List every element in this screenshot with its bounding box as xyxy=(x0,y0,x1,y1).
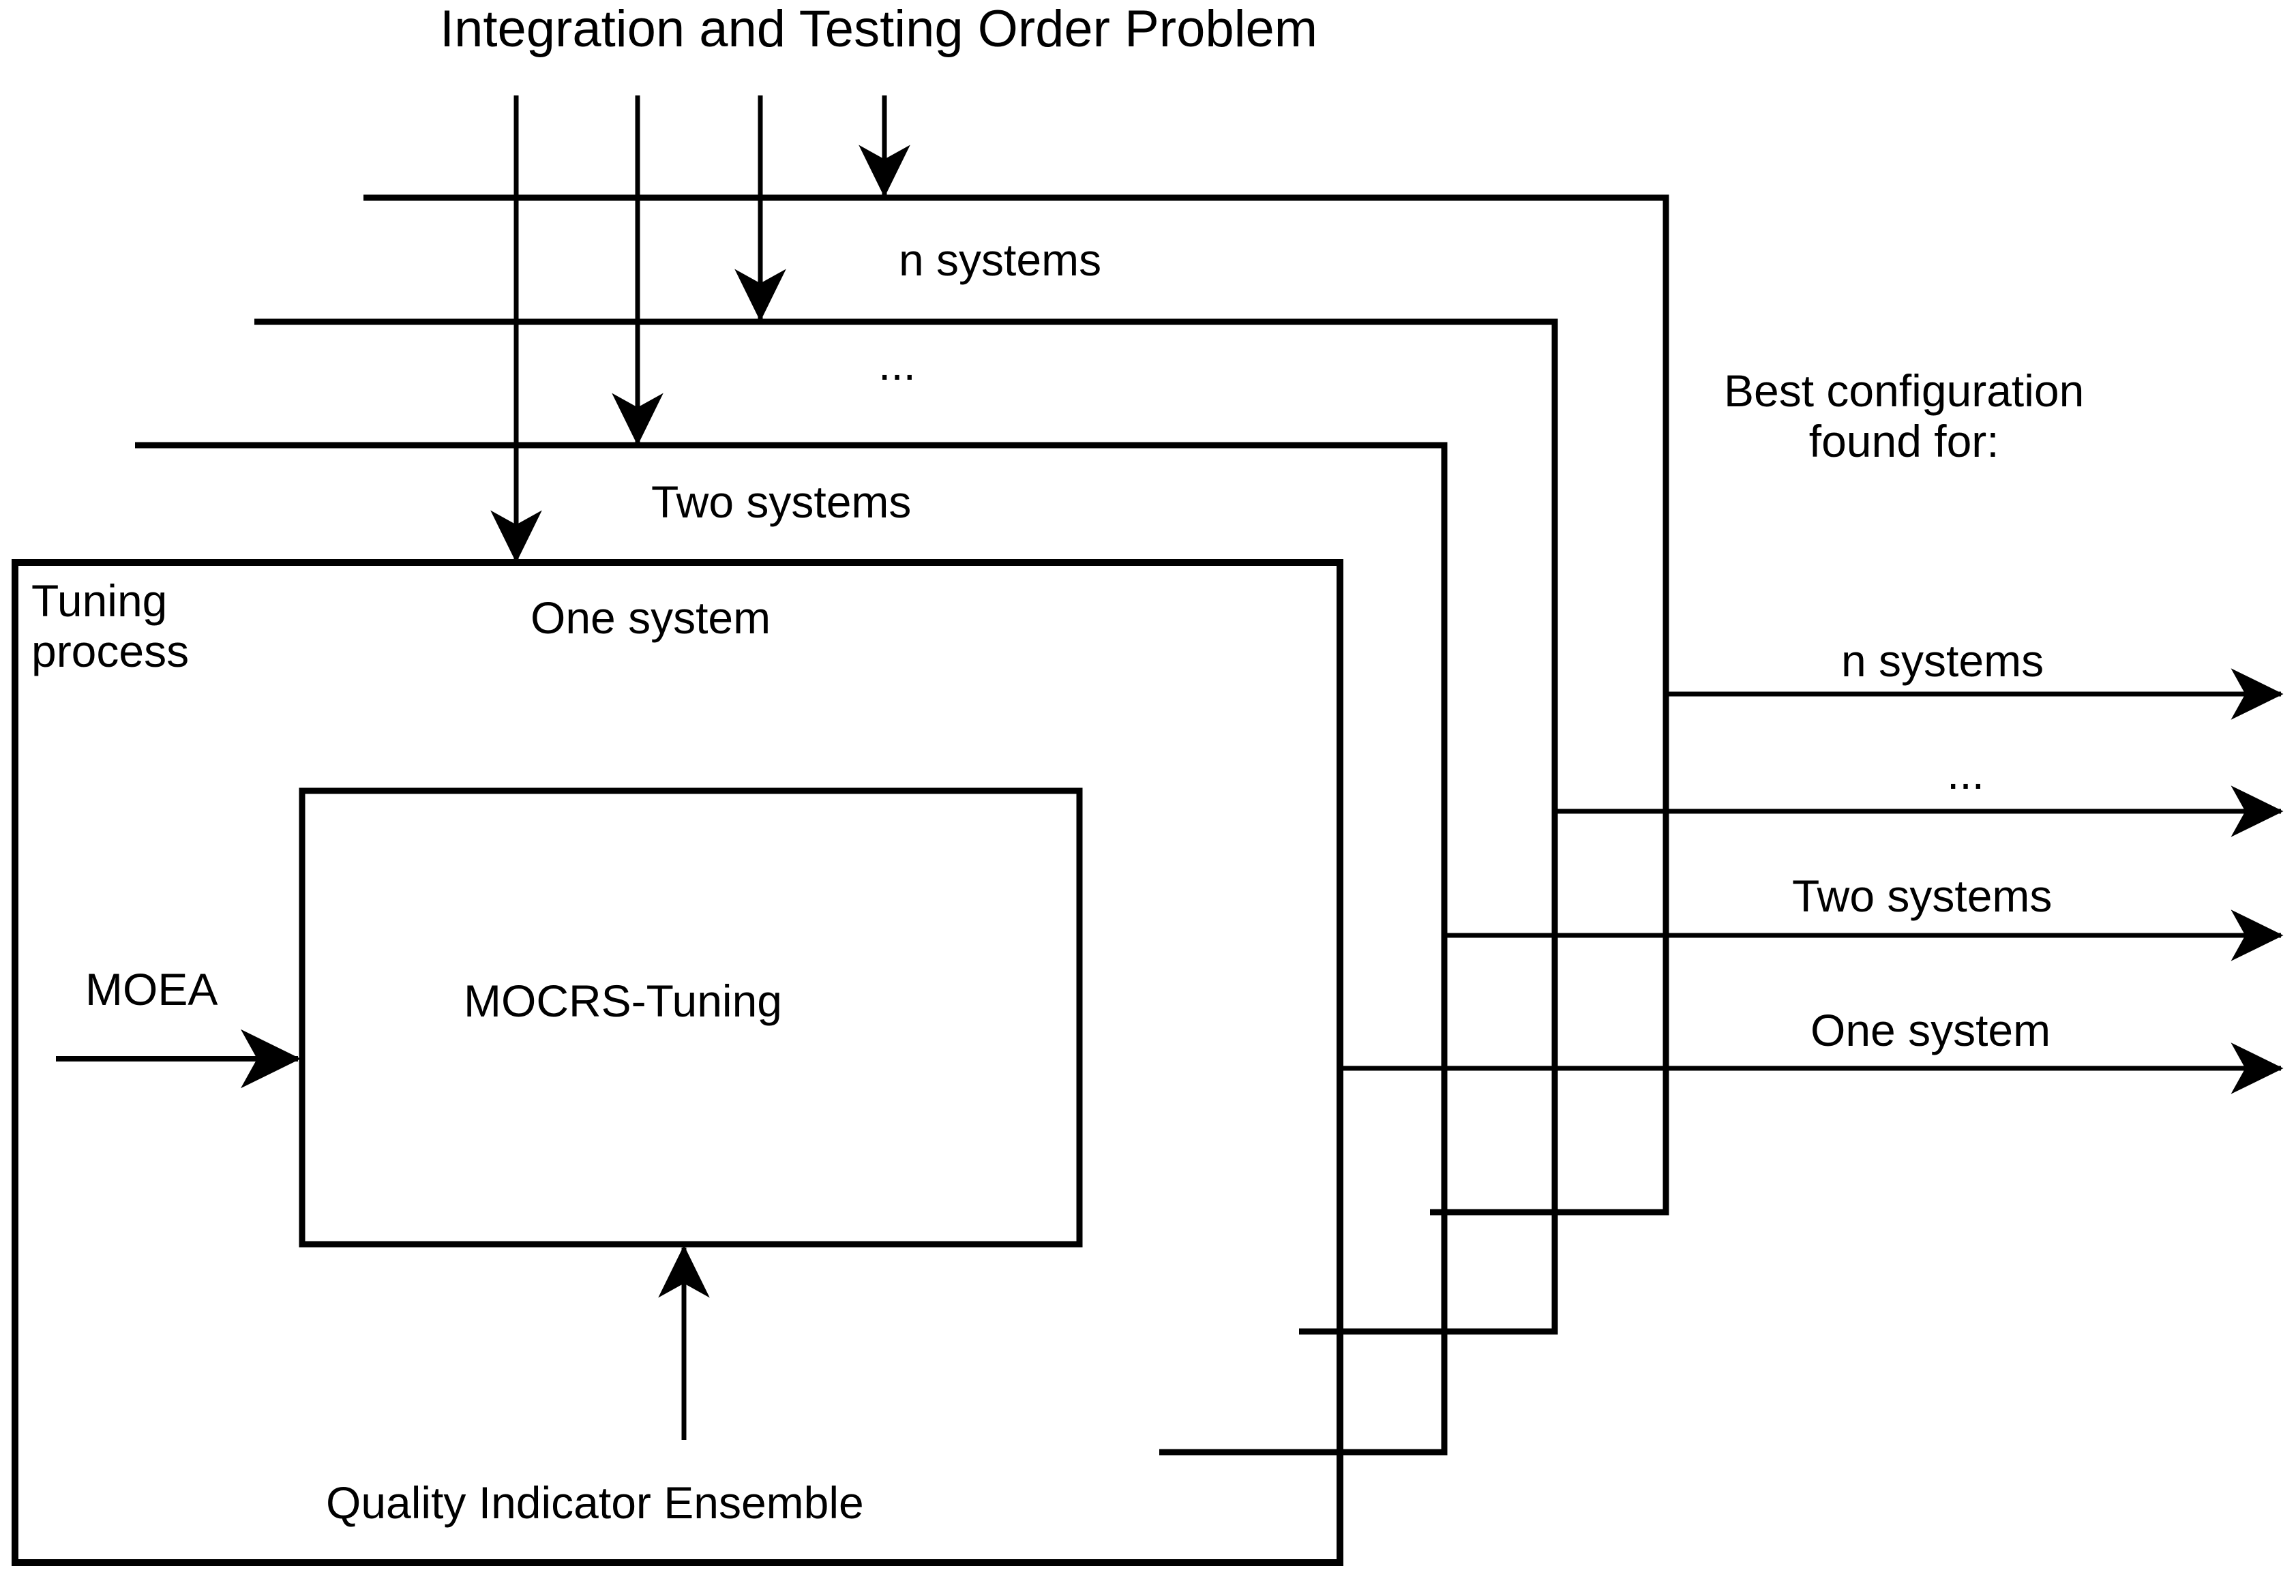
best-configuration-heading: Best configuration found for: xyxy=(1724,365,2085,467)
best-configuration-line1: Best configuration xyxy=(1724,365,2085,416)
output-label-one-system: One system xyxy=(1810,1005,2051,1055)
mocrs-tuning-label: MOCRS-Tuning xyxy=(464,976,782,1026)
panel-outline-n-systems xyxy=(363,194,1669,1216)
panel-label-one-system: One system xyxy=(531,592,771,643)
quality-indicator-ensemble-label: Quality Indicator Ensemble xyxy=(326,1477,864,1528)
output-label-two-systems: Two systems xyxy=(1792,871,2053,921)
panel-outline-one-system xyxy=(12,559,1343,1566)
panel-outline-two-systems xyxy=(135,442,1448,1456)
tuning-process-line1: Tuning xyxy=(31,575,168,626)
panel-label-two-systems: Two systems xyxy=(651,477,912,527)
output-label-n-systems: n systems xyxy=(1841,635,2044,686)
moea-label: MOEA xyxy=(85,964,218,1014)
mocrs-tuning-box xyxy=(299,787,1083,1248)
best-configuration-line2: found for: xyxy=(1808,415,1999,466)
output-label-dots: ... xyxy=(1947,748,1985,798)
tuning-process-label: Tuning process xyxy=(31,575,190,677)
diagram-title: Integration and Testing Order Problem xyxy=(440,0,1318,58)
panel-label-n-systems: n systems xyxy=(899,235,1102,285)
panel-label-dots: ... xyxy=(878,339,916,389)
panel-outline-dots xyxy=(254,318,1558,1335)
tuning-process-line2: process xyxy=(31,625,190,676)
